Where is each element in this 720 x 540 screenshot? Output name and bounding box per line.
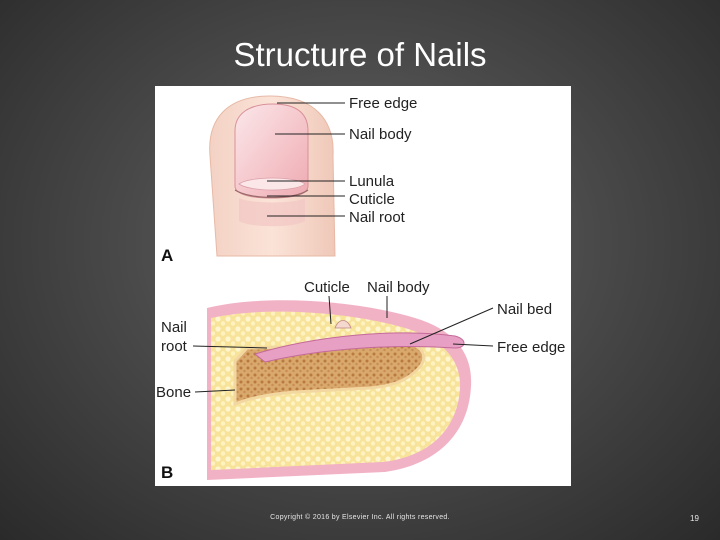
slide-title: Structure of Nails: [233, 36, 487, 73]
cuticle-fold: [334, 320, 352, 329]
label-b-nail-body: Nail body: [367, 279, 430, 296]
nail-root-shape: [239, 198, 305, 227]
label-a-nail-root: Nail root: [349, 209, 406, 226]
label-b-root: root: [161, 338, 188, 355]
label-b-bone: Bone: [156, 384, 191, 401]
panel-b: Cuticle Nail body Nail bed Nail root Fre…: [156, 279, 565, 482]
label-a-lunula: Lunula: [349, 173, 395, 190]
cuticle-line: [234, 189, 309, 199]
panel-a-letter: A: [161, 246, 173, 265]
panel-a: Free edge Nail body Lunula Cuticle Nail …: [161, 95, 417, 265]
nail-anatomy-figure: Free edge Nail body Lunula Cuticle Nail …: [155, 86, 571, 486]
page-number: 19: [690, 514, 699, 523]
panel-b-leaders: [192, 295, 494, 393]
label-a-free-edge: Free edge: [349, 95, 417, 112]
lunula-shape: [238, 177, 306, 191]
label-b-free-edge: Free edge: [497, 339, 565, 356]
copyright-notice: Copyright © 2016 by Elsevier Inc. All ri…: [270, 514, 450, 521]
label-a-cuticle: Cuticle: [349, 191, 395, 208]
panel-a-leaders: [267, 102, 345, 217]
label-b-cuticle: Cuticle: [304, 279, 350, 296]
label-b-nail-bed: Nail bed: [497, 301, 552, 318]
label-a-nail-body: Nail body: [349, 126, 412, 143]
label-b-nail: Nail: [161, 319, 187, 336]
nail-anatomy-svg: Free edge Nail body Lunula Cuticle Nail …: [156, 95, 565, 482]
bone-shape: [233, 342, 426, 407]
panel-b-letter: B: [161, 463, 173, 482]
nail-plate-section: [253, 332, 465, 363]
